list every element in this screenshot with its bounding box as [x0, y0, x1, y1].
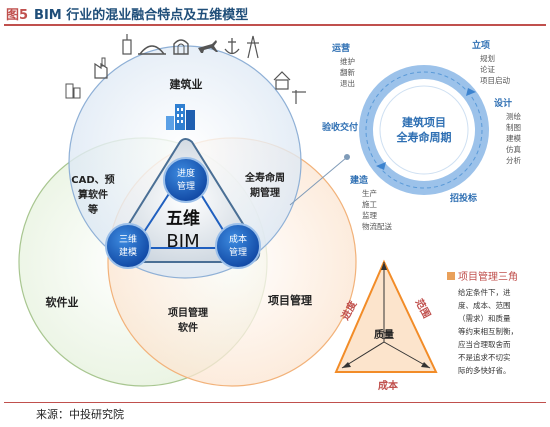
stage-ops: 运营	[332, 42, 350, 54]
stage-design: 设计	[494, 97, 512, 109]
cost-label-1: 成本	[229, 233, 247, 245]
footer-rule	[4, 402, 546, 403]
cost-label-2: 管理	[229, 246, 247, 258]
legend-title: 项目管理三角	[458, 270, 518, 283]
software-label: 软件业	[46, 295, 79, 309]
modeling-label-1: 三维	[119, 233, 137, 245]
connector-dot	[344, 154, 350, 160]
legend-line-1: 给定条件下，进	[458, 287, 511, 297]
legend-line-2: 度、成本、范围	[458, 300, 511, 310]
schedule-label-1: 进度	[177, 167, 195, 179]
stage-construction-item-1: 生产	[362, 188, 377, 198]
legend-line-3: （需求）和质量	[458, 313, 511, 323]
legend-line-4: 等约束相互制衡，	[458, 326, 518, 336]
source-note: 来源：中投研究院	[36, 408, 124, 421]
industry-icons	[65, 34, 306, 104]
lifecycle-mgmt-label-2: 期管理	[250, 186, 280, 199]
crane-icon	[292, 90, 306, 104]
lifecycle-mgmt-label-1: 全寿命周	[244, 171, 285, 184]
construction-label: 建筑业	[170, 77, 203, 91]
stage-construction: 建造	[350, 174, 369, 186]
triangle-center: 质量	[374, 328, 394, 341]
legend-line-5: 应当合理取舍而	[458, 339, 511, 349]
lifecycle-center-2: 全寿命周期	[396, 130, 452, 144]
title-rule	[4, 24, 546, 26]
anchor-icon	[224, 38, 240, 55]
legend-line-7: 际的多快好省。	[458, 365, 511, 375]
stage-initiation-item-2: 论证	[480, 64, 495, 74]
stage-design-item-2: 制图	[506, 122, 521, 132]
airplane-icon	[198, 40, 218, 53]
bim-center-top: 五维	[166, 208, 200, 229]
connector-line	[289, 157, 347, 206]
legend-swatch	[447, 272, 455, 280]
figure-title: 图5 BIM 行业的混业融合特点及五维模型	[6, 4, 248, 23]
tower-icon	[122, 34, 132, 55]
stage-ops-item-3: 退出	[340, 78, 355, 88]
bridge-icon	[138, 45, 166, 55]
modeling-node	[105, 223, 151, 269]
schedule-label-2: 管理	[177, 180, 195, 192]
cad-label-3: 等	[88, 203, 98, 216]
cost-node	[215, 223, 261, 269]
skyline-icon	[65, 83, 81, 99]
schedule-node	[163, 157, 209, 203]
cad-label-2: 算软件	[77, 188, 108, 201]
lifecycle-center-1: 建筑项目	[402, 115, 446, 129]
stage-bidding: 招投标	[450, 192, 477, 204]
stage-construction-item-2: 施工	[362, 199, 377, 209]
stage-ops-item-1: 维护	[340, 56, 355, 66]
stage-construction-item-4: 物流配送	[362, 221, 392, 231]
figure-number: 图5	[6, 8, 29, 23]
stage-initiation-item-1: 规划	[480, 53, 495, 63]
pm-triangle	[334, 259, 438, 373]
lifecycle-ring	[359, 65, 489, 195]
stage-design-item-4: 仿真	[506, 144, 521, 154]
stage-construction-item-3: 监理	[362, 210, 377, 220]
stage-design-item-1: 测绘	[506, 111, 521, 121]
triangle-right: 范围	[413, 296, 434, 320]
stage-initiation: 立项	[472, 39, 490, 51]
pm-label: 项目管理	[268, 293, 312, 307]
cad-label-1: CAD、预	[71, 174, 114, 186]
power-tower-icon	[247, 35, 259, 59]
modeling-label-2: 建模	[119, 246, 137, 258]
stage-acceptance: 验收交付	[322, 121, 358, 133]
stage-design-item-5: 分析	[506, 155, 521, 165]
bim-center-bottom: BIM	[166, 231, 199, 252]
legend-line-6: 不是追求不切实	[458, 352, 511, 362]
building-icon	[166, 104, 195, 130]
pm-software-label-1: 项目管理	[168, 306, 208, 319]
factory-icon	[94, 57, 108, 79]
stage-initiation-item-3: 项目启动	[480, 75, 510, 85]
tunnel-icon	[173, 39, 189, 55]
house-icon	[273, 71, 291, 90]
pm-software-label-2: 软件	[178, 321, 198, 334]
triangle-bottom: 成本	[378, 379, 399, 392]
stage-design-item-3: 建模	[506, 133, 521, 143]
figure-title-text: BIM 行业的混业融合特点及五维模型	[34, 8, 249, 23]
stage-ops-item-2: 翻新	[340, 67, 355, 77]
